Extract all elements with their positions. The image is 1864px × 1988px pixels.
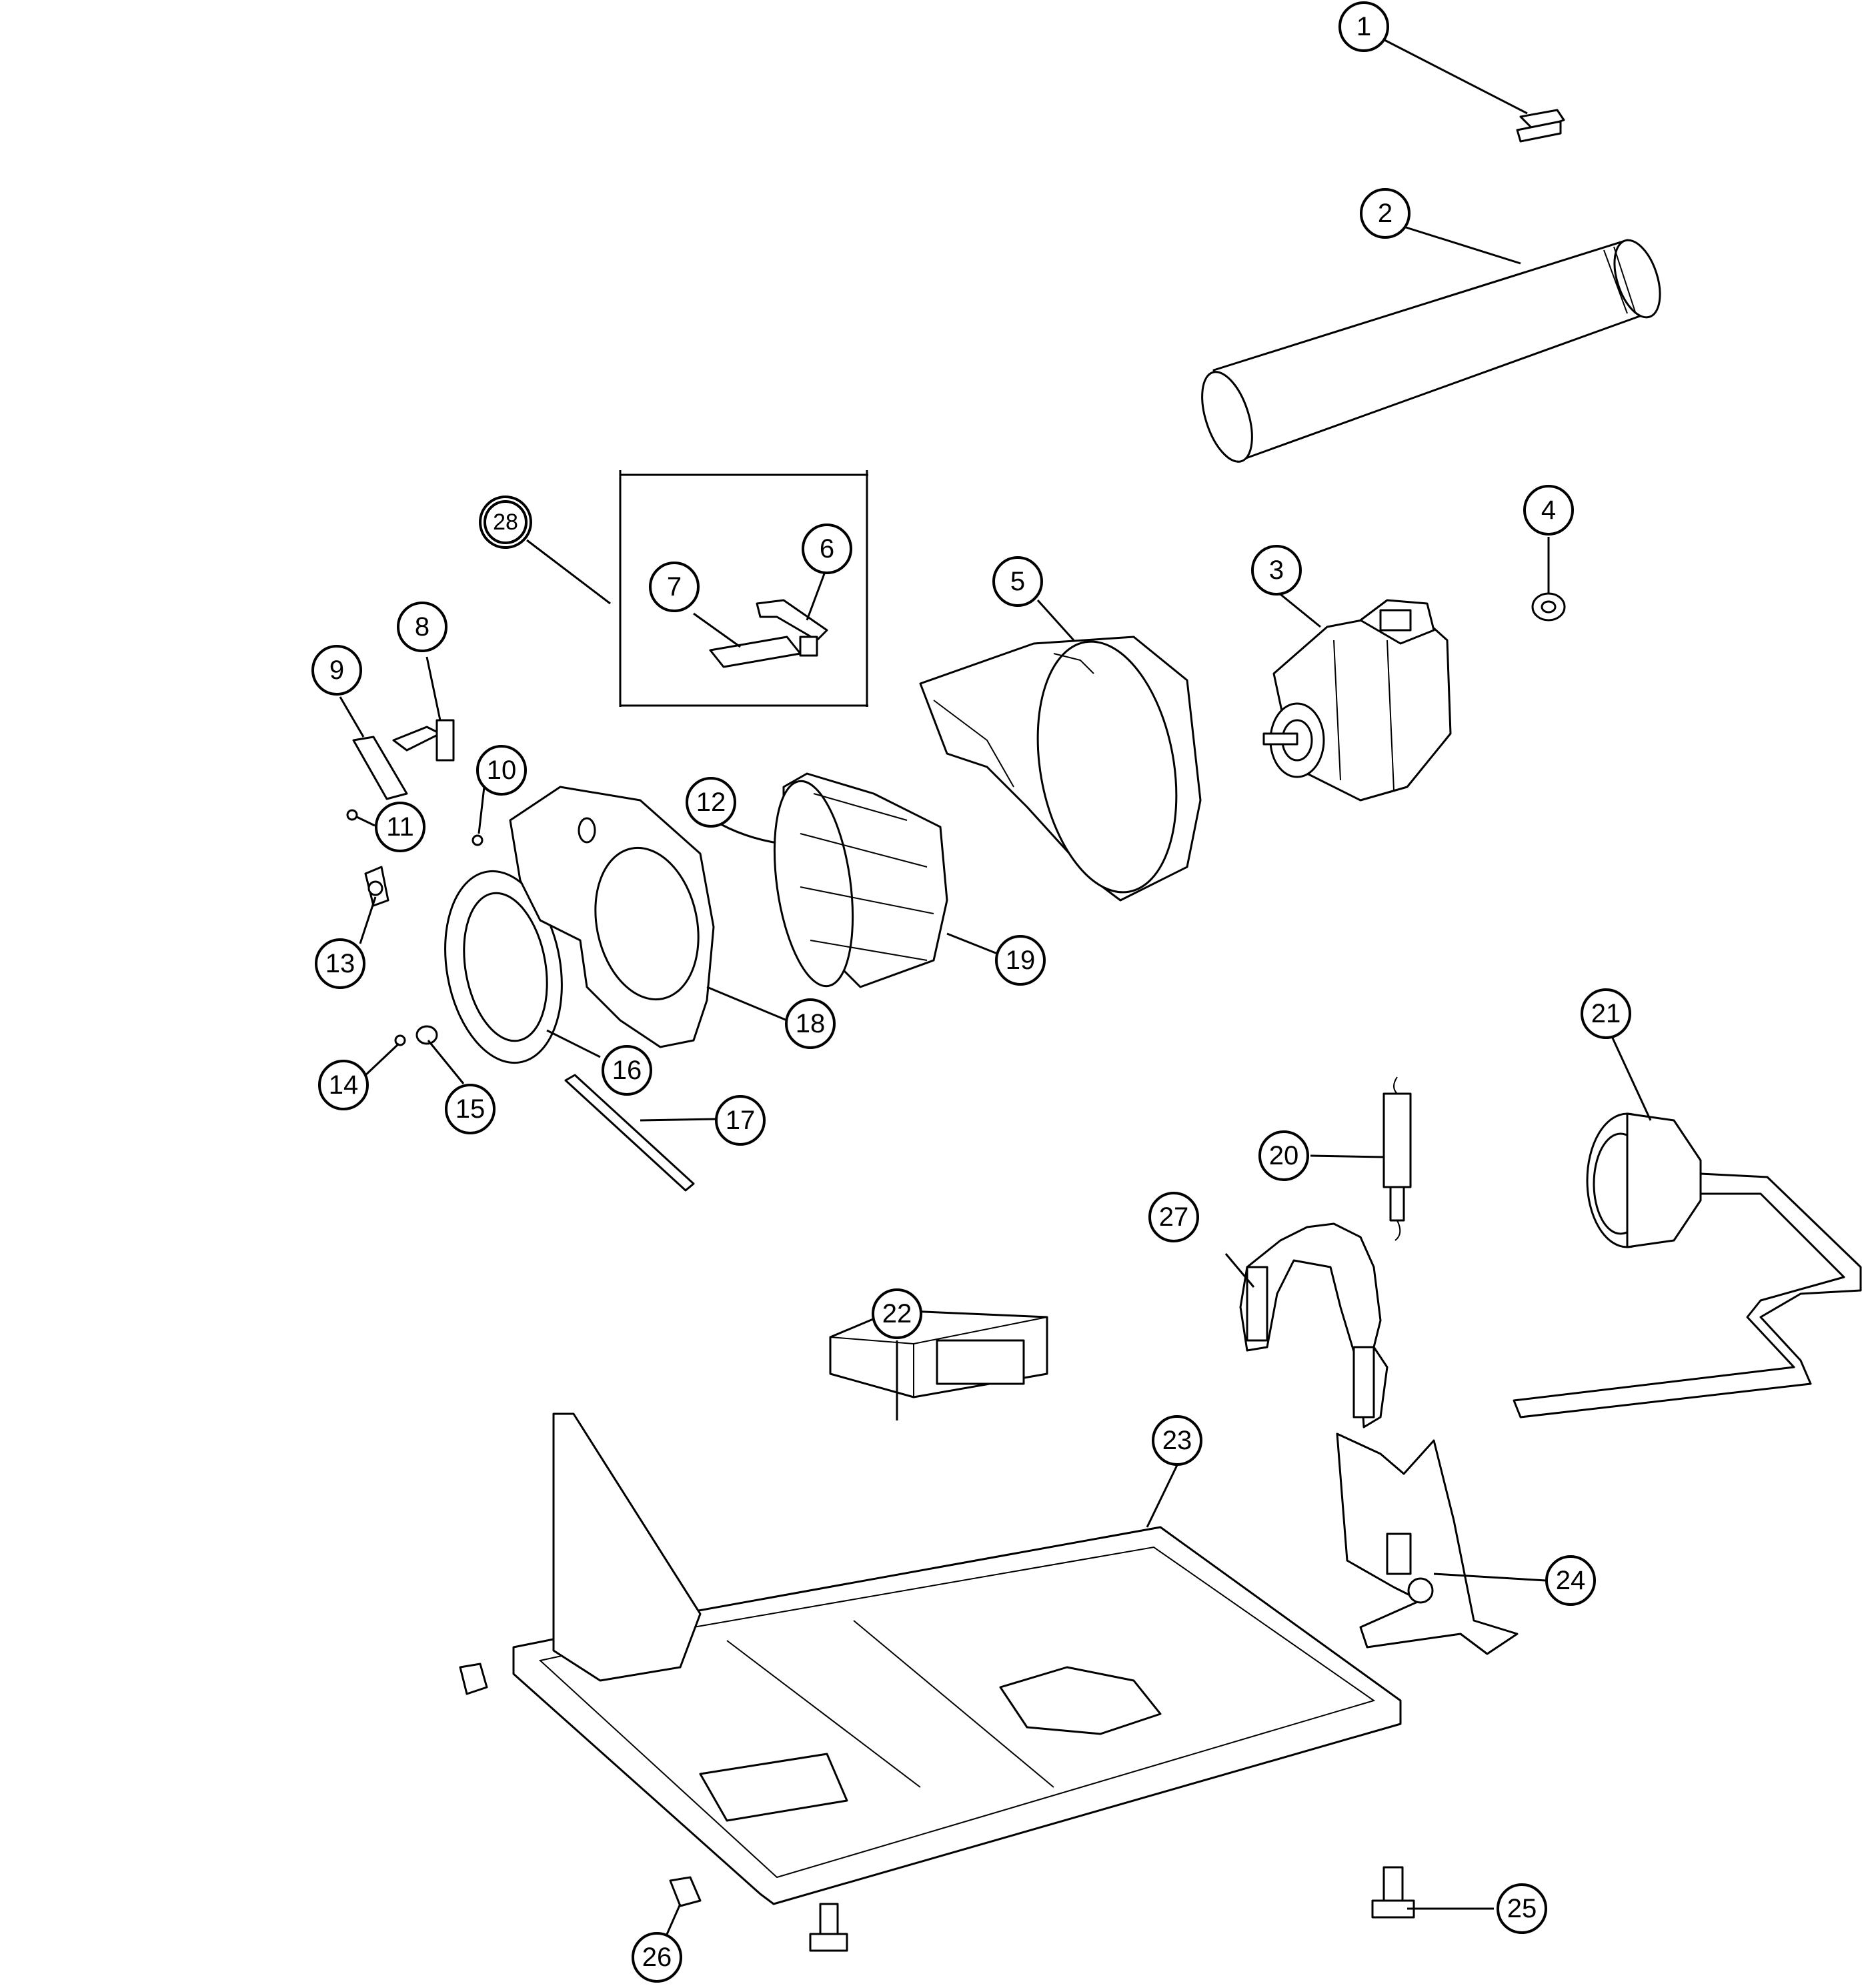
callout-6-label: 6 (820, 534, 834, 564)
callout-4: 4 (1523, 485, 1574, 536)
part-6-bracket (756, 599, 828, 657)
callout-17-label: 17 (726, 1106, 756, 1135)
callout-26-label: 26 (642, 1943, 672, 1972)
part-8-thermostat-bracket (392, 719, 455, 762)
callout-15-label: 15 (455, 1094, 486, 1124)
part-13-thermistor (364, 866, 389, 907)
callout-24: 24 (1545, 1555, 1596, 1606)
callout-27-label: 27 (1159, 1202, 1189, 1232)
callout-21: 21 (1581, 988, 1631, 1039)
callout-1-label: 1 (1356, 12, 1371, 41)
callout-21-label: 21 (1591, 999, 1621, 1028)
callout-4-label: 4 (1541, 495, 1556, 525)
part-leveling-leg-front (809, 1903, 848, 1952)
callout-28-label: 28 (493, 510, 518, 535)
part-2-exhaust-duct (1201, 239, 1661, 463)
callout-2-label: 2 (1378, 199, 1392, 228)
callout-7: 7 (649, 562, 700, 612)
callout-25-label: 25 (1507, 1894, 1537, 1923)
callout-11-label: 11 (386, 812, 414, 842)
callout-22: 22 (872, 1288, 922, 1339)
part-9-plate (352, 736, 408, 800)
callout-22-label: 22 (882, 1299, 912, 1328)
part-26-clip (459, 1663, 702, 1907)
callout-12: 12 (686, 777, 736, 828)
callout-9-label: 9 (329, 656, 344, 685)
part-7-pad (709, 636, 802, 668)
callout-3: 3 (1251, 545, 1302, 596)
callout-27: 27 (1148, 1192, 1199, 1242)
callout-8: 8 (397, 602, 447, 652)
callout-20-label: 20 (1269, 1141, 1299, 1170)
part-17-gasket-strip (564, 1074, 695, 1192)
callout-3-label: 3 (1269, 556, 1284, 585)
leader-lines (339, 39, 1652, 1955)
callout-5-label: 5 (1010, 567, 1025, 596)
part-23-base (512, 1412, 1402, 1905)
part-18-blower-cover (509, 786, 715, 1048)
callout-18: 18 (785, 998, 836, 1049)
callout-28: 28 (479, 495, 532, 549)
part-14-clip (394, 1034, 406, 1046)
part-1-clip (1516, 109, 1565, 143)
part-5-blower-housing (919, 636, 1202, 902)
callout-24-label: 24 (1556, 1566, 1586, 1595)
callout-19: 19 (995, 935, 1046, 986)
callout-6: 6 (802, 524, 852, 574)
callout-13-label: 13 (325, 949, 355, 978)
callout-14: 14 (318, 1060, 369, 1110)
part-16-seal-ring (444, 870, 563, 1064)
callout-17: 17 (715, 1095, 766, 1146)
part-4-nut (1531, 592, 1566, 622)
part-28-kit-group (619, 470, 868, 707)
part-20-spring (1382, 1076, 1412, 1241)
callout-13: 13 (315, 938, 365, 989)
callout-25: 25 (1497, 1883, 1547, 1934)
callout-10: 10 (476, 745, 527, 796)
callout-2: 2 (1360, 188, 1411, 239)
callout-5: 5 (992, 556, 1043, 607)
callout-9: 9 (311, 645, 362, 696)
callout-23-label: 23 (1162, 1426, 1192, 1455)
callout-12-label: 12 (696, 788, 726, 817)
callout-19-label: 19 (1006, 946, 1036, 975)
part-10-screw (472, 834, 484, 846)
callout-1: 1 (1338, 1, 1389, 52)
callout-18-label: 18 (796, 1009, 826, 1038)
callout-16-label: 16 (612, 1056, 642, 1085)
part-22-control-box (829, 1309, 1048, 1398)
part-3-motor (1262, 599, 1452, 802)
part-19-blower-wheel (773, 772, 948, 988)
part-24-rear-support (1336, 1432, 1519, 1655)
callout-16: 16 (602, 1045, 652, 1096)
callout-26: 26 (632, 1932, 682, 1983)
callout-23: 23 (1152, 1415, 1202, 1466)
callout-7-label: 7 (667, 572, 682, 602)
part-11-screw (346, 809, 358, 821)
callout-8-label: 8 (415, 612, 429, 642)
callout-15: 15 (445, 1084, 496, 1134)
callout-14-label: 14 (329, 1070, 359, 1100)
part-25-leveling-leg (1371, 1866, 1415, 1919)
callout-11: 11 (375, 802, 425, 852)
callout-20: 20 (1258, 1130, 1309, 1181)
callout-10-label: 10 (487, 756, 517, 785)
part-27-drum-support (1239, 1222, 1388, 1428)
part-21-idler-pulley (1513, 1112, 1862, 1418)
part-15-nut (415, 1025, 438, 1045)
